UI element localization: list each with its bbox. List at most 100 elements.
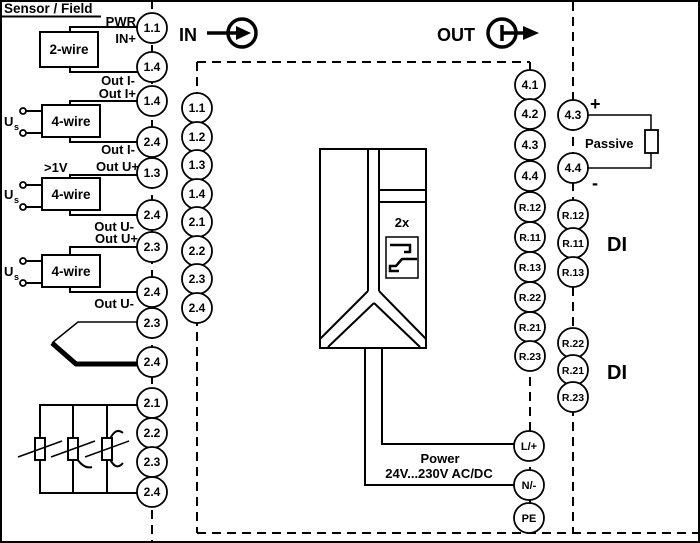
terminal: 4.4 [514,160,546,192]
svg-text:2.4: 2.4 [144,355,161,369]
terminal: 2.4 [136,126,168,158]
supply-label: U [4,187,13,202]
svg-text:1.2: 1.2 [189,130,206,144]
svg-text:R.13: R.13 [562,267,584,279]
four-wire-label: 4-wire [51,114,91,129]
svg-text:1.1: 1.1 [144,21,161,35]
relay-contact-icon [388,257,417,273]
svg-text:L/+: L/+ [521,441,537,453]
isolator-device [319,148,427,349]
two-wire-box [39,31,99,68]
terminal: R.23 [557,381,589,413]
relay-count-label: 2x [395,215,410,230]
svg-text:R.12: R.12 [562,210,584,222]
terminal: 2.1 [181,206,213,238]
terminal: 2.4 [136,346,168,378]
terminal: R.12 [557,199,589,231]
terminal: R.21 [514,311,546,343]
svg-text:4.2: 4.2 [522,107,539,121]
terminal: R.22 [514,281,546,313]
terminal: 1.3 [136,157,168,189]
out-u-minus-label: Out U- [94,219,134,234]
terminal: 2.2 [181,235,213,267]
terminal: 4.4 [557,152,589,184]
four-wire-voltage-block-1 [19,174,139,216]
wire [588,114,652,130]
wire [39,460,138,494]
four-wire-voltage-block-2 [19,246,138,293]
minus-label: - [592,173,598,193]
terminal: 1.1 [136,12,168,44]
svg-text:2.4: 2.4 [189,301,206,315]
svg-text:R.23: R.23 [562,392,584,404]
svg-text:2.3: 2.3 [144,316,161,330]
terminal: 1.4 [136,85,168,117]
svg-text:2.2: 2.2 [144,426,161,440]
in-flow-icon [207,17,258,49]
power-voltage-label: 24V...230V AC/DC [385,466,493,481]
terminal: 2.3 [136,446,168,478]
device-channel-lines [367,149,380,291]
device-section-lines [379,189,426,203]
svg-text:R.22: R.22 [562,338,584,350]
svg-text:2.2: 2.2 [189,244,206,258]
two-wire-sensor-block [39,26,139,73]
four-wire-box [41,254,101,288]
terminal: 2.1 [136,387,168,419]
terminal: R.21 [557,354,589,386]
svg-text:4.3: 4.3 [522,138,539,152]
rtd-sensor-block [17,404,138,494]
power-label: Power [420,451,459,466]
terminal: R.22 [557,327,589,359]
isolation-diagonals [319,290,427,340]
wire [588,153,652,169]
svg-text:2.4: 2.4 [144,208,161,222]
in-plus-label: IN+ [115,31,136,46]
out-u-minus-label: Out U- [94,296,134,311]
terminal-power: PE [513,502,545,534]
terminal: 1.2 [181,121,213,153]
thermocouple-plus-leg [51,321,138,344]
out-u-plus-label: Out U+ [96,159,139,174]
svg-text:4.1: 4.1 [522,78,539,92]
plus-label: + [590,94,601,114]
in-label: IN [179,25,197,45]
supply-label: U [4,264,13,279]
supply-label-sub: s [14,272,19,282]
svg-text:2.3: 2.3 [144,455,161,469]
terminal: 2.4 [181,292,213,324]
supply-terminal-dot [19,279,27,287]
di-label-2: DI [607,362,627,384]
svg-text:2.4: 2.4 [144,285,161,299]
terminal: 2.2 [136,417,168,449]
passive-load-loop [588,114,659,169]
svg-text:4.3: 4.3 [565,108,582,122]
out-label: OUT [437,25,475,45]
wire [69,246,138,256]
voltage-threshold-label: >1V [44,160,68,175]
terminal-power: L/+ [513,430,545,462]
isolation-triangle [327,302,421,348]
svg-text:2.3: 2.3 [144,240,161,254]
supply-label-sub: s [14,195,19,205]
load-resistor-icon [644,129,659,154]
wire [39,404,138,438]
two-wire-label: 2-wire [49,42,89,57]
thermocouple-icon [50,321,138,367]
supply-label-sub: s [14,122,19,132]
svg-text:PE: PE [522,513,537,525]
terminal: R.12 [514,191,546,223]
svg-text:N/-: N/- [522,480,537,492]
terminal: 2.4 [136,199,168,231]
terminal: 1.4 [136,51,168,83]
power-wire-n [364,348,514,486]
terminal: R.11 [514,221,546,253]
supply-terminal-dot [19,107,27,115]
supply-label: U [4,114,13,129]
svg-text:2.3: 2.3 [189,272,206,286]
supply-terminal-dot [19,203,27,211]
thermocouple-minus-leg [50,341,138,367]
svg-text:2.4: 2.4 [144,485,161,499]
pwr-label: PWR [106,14,137,29]
supply-leads [25,110,42,134]
